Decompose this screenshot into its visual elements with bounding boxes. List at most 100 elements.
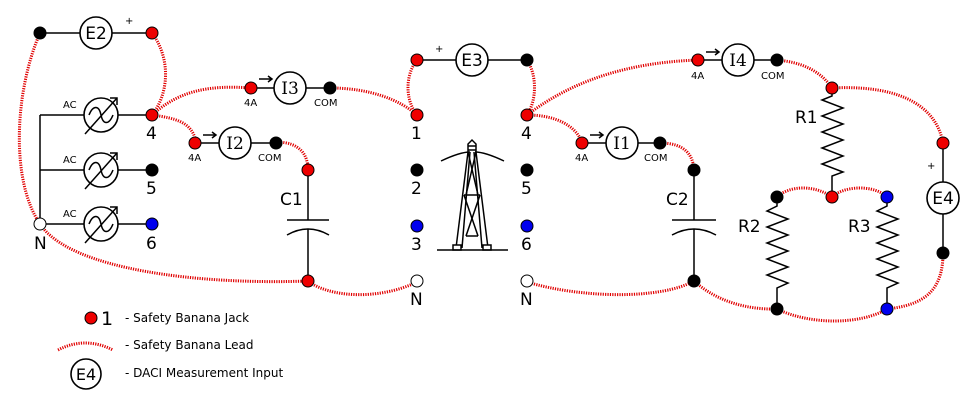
lead-4-to-i4 — [526, 58, 699, 117]
lead-e3neg-to-4 — [525, 59, 536, 116]
jack-src-5[interactable] — [145, 163, 159, 177]
lead-n-to-c2 — [526, 279, 695, 297]
jack-c1-bot[interactable] — [301, 274, 315, 288]
jack-panel-6[interactable] — [520, 219, 534, 233]
legend-lead: - Safety Banana Lead — [57, 338, 254, 352]
panel-right-terminals: 4 5 6 N — [520, 108, 534, 310]
panel-label-3: 3 — [411, 235, 422, 255]
jack-e3-neg[interactable] — [520, 53, 534, 67]
lead-r1bot-to-r3 — [830, 186, 889, 199]
meter-i3: I3 4A COM — [244, 71, 337, 109]
jack-src-4[interactable] — [145, 108, 159, 122]
meter-e4: E4 + — [926, 136, 960, 260]
legend-jack-text: - Safety Banana Jack — [125, 311, 249, 325]
jack-c2-bot[interactable] — [687, 274, 701, 288]
component-label: R1 — [795, 108, 818, 128]
jack-i1-4a[interactable] — [575, 136, 589, 150]
lead-c1-to-n — [307, 279, 418, 297]
jack-c2-top[interactable] — [687, 163, 701, 177]
meter-i4: I4 4A COM — [691, 43, 784, 82]
jack-e4-neg[interactable] — [936, 246, 950, 260]
jack-i2-4a[interactable] — [188, 136, 202, 150]
panel-label-n-left: N — [410, 290, 423, 310]
jack-i2-com[interactable] — [269, 136, 283, 150]
legend-meter-icon — [70, 358, 102, 390]
jack-e4-pos[interactable] — [936, 136, 950, 150]
lead-4-to-i1 — [526, 113, 584, 143]
resistor-r1: R1 — [795, 81, 846, 204]
jack-e3-pos[interactable] — [410, 53, 424, 67]
lead-r2-to-r1bot — [775, 186, 833, 199]
terminal-label-n: N — [34, 234, 47, 254]
lead-c2-to-r2 — [692, 279, 778, 311]
input-label-4a: 4A — [691, 71, 704, 82]
legend: 1 - Safety Banana Jack - Safety Banana L… — [57, 308, 283, 390]
lead-4-to-i3 — [151, 85, 252, 117]
plus-sign: + — [125, 16, 133, 27]
legend-lead-icon — [57, 341, 114, 352]
jack-panel-3[interactable] — [410, 219, 424, 233]
lead-r3-to-e4neg — [886, 252, 945, 311]
transmission-tower-icon — [437, 138, 508, 251]
meter-label: E4 — [932, 189, 954, 209]
capacitor-c1: C1 — [280, 163, 330, 288]
meter-label: E2 — [85, 24, 107, 44]
jack-src-n[interactable] — [33, 217, 47, 231]
ac-source-4: AC — [63, 97, 119, 135]
legend-jack-symbol: 1 — [101, 308, 113, 330]
input-label-com: COM — [314, 98, 337, 109]
input-label-4a: 4A — [244, 98, 257, 109]
terminal-label-6: 6 — [146, 234, 157, 254]
lead-n-to-c1 — [38, 223, 309, 284]
jack-panel-1[interactable] — [410, 108, 424, 122]
jack-c1-top[interactable] — [301, 163, 315, 177]
lead-r2-to-r3 — [776, 307, 888, 323]
jack-i3-com[interactable] — [323, 81, 337, 95]
panel-label-n-right: N — [520, 290, 533, 310]
terminal-label-5: 5 — [146, 179, 157, 199]
jack-i4-4a[interactable] — [691, 53, 705, 67]
jack-i4-com[interactable] — [770, 53, 784, 67]
plus-sign: + — [435, 44, 443, 55]
input-label-com: COM — [258, 153, 281, 164]
jack-i3-4a[interactable] — [244, 81, 258, 95]
lead-4-to-i2 — [151, 113, 197, 139]
jack-i1-com[interactable] — [653, 136, 667, 150]
jack-r1-bot[interactable] — [825, 190, 839, 204]
meter-e3: E3 + — [410, 43, 534, 77]
input-label-com: COM — [761, 71, 784, 82]
jack-panel-n-right[interactable] — [520, 274, 534, 288]
jack-r3-bot[interactable] — [880, 302, 894, 316]
jack-panel-4[interactable] — [520, 108, 534, 122]
jack-r1-top[interactable] — [825, 81, 839, 95]
legend-meter-text: - DACI Measurement Input — [125, 366, 283, 380]
component-label: R2 — [738, 217, 761, 237]
jack-r2-bot[interactable] — [770, 302, 784, 316]
jack-panel-5[interactable] — [520, 163, 534, 177]
panel-label-1: 1 — [411, 124, 422, 144]
component-label: R3 — [848, 217, 871, 237]
ac-source-5: AC — [63, 152, 119, 190]
jack-panel-2[interactable] — [410, 163, 424, 177]
legend-jack-icon — [84, 311, 98, 325]
jack-panel-n-left[interactable] — [410, 274, 424, 288]
lead-e2pos-to-4 — [150, 32, 167, 116]
jack-e2-pos[interactable] — [145, 26, 159, 40]
input-label-4a: 4A — [188, 153, 201, 164]
ac-label: AC — [63, 209, 77, 220]
jack-e2-neg[interactable] — [33, 26, 47, 40]
meter-i2: I2 4A COM — [188, 126, 283, 164]
lead-i4com-to-r1 — [776, 58, 834, 89]
jack-src-6[interactable] — [145, 217, 159, 231]
panel-label-6: 6 — [521, 235, 532, 255]
meter-label: I3 — [281, 79, 299, 99]
jack-r2-top[interactable] — [770, 190, 784, 204]
capacitor-c2: C2 — [666, 163, 717, 288]
meter-label: I4 — [729, 51, 747, 71]
terminal-label-4: 4 — [146, 124, 157, 144]
component-label: C1 — [280, 190, 303, 210]
meter-e2: E2 + — [33, 16, 159, 50]
jack-r3-top[interactable] — [880, 190, 894, 204]
input-label-4a: 4A — [575, 153, 588, 164]
